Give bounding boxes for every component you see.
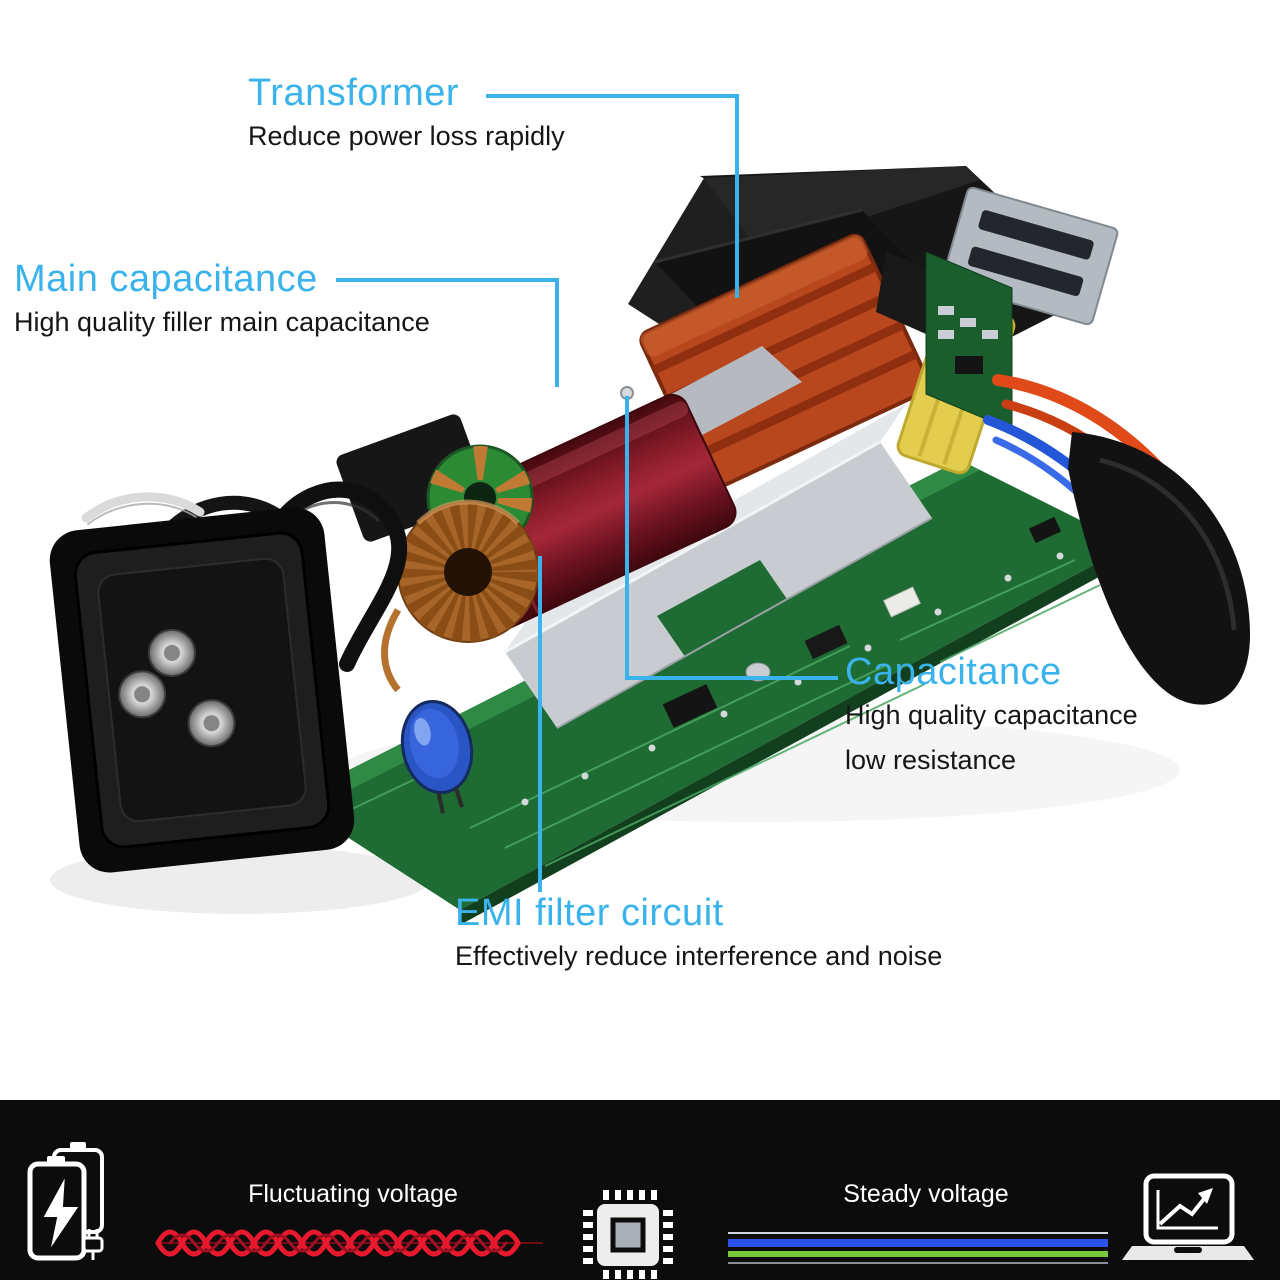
blue-disc-capacitor bbox=[400, 699, 474, 814]
steady-voltage-label: Steady voltage bbox=[843, 1180, 1009, 1208]
main-capacitance-leader-line bbox=[336, 278, 559, 387]
capacitance-annotation: Capacitance High quality capacitance low… bbox=[845, 651, 1138, 776]
main-capacitance-title: Main capacitance bbox=[14, 258, 318, 300]
fluctuating-voltage-label: Fluctuating voltage bbox=[248, 1180, 458, 1208]
main-capacitance-annotation: Main capacitance High quality filler mai… bbox=[14, 258, 430, 338]
transformer-leader-line bbox=[486, 94, 739, 298]
transformer-annotation: Transformer Reduce power loss rapidly bbox=[248, 72, 565, 152]
laptop-chart-icon bbox=[1122, 1173, 1254, 1260]
adapter-internals-photo bbox=[49, 94, 1251, 925]
cpu-chip-icon bbox=[583, 1190, 673, 1279]
emi-filter-title: EMI filter circuit bbox=[455, 892, 724, 934]
capacitance-leader-line bbox=[625, 396, 838, 680]
feature-bar: Fluctuating voltage Steady voltage bbox=[0, 1100, 1280, 1280]
pcb-vias bbox=[521, 552, 1064, 806]
fluctuating-wave-graphic bbox=[155, 1229, 543, 1257]
capacitance-subtitle-line2: low resistance bbox=[845, 744, 1017, 775]
emi-filter-subtitle: Effectively reduce interference and nois… bbox=[455, 940, 943, 971]
transformer-subtitle: Reduce power loss rapidly bbox=[248, 120, 565, 151]
transformer-title: Transformer bbox=[248, 72, 460, 114]
cable-boot bbox=[1068, 432, 1251, 705]
mains-wire-white bbox=[81, 492, 205, 525]
emi-toroid-copper bbox=[381, 499, 539, 693]
annotation-lines bbox=[336, 94, 838, 892]
steady-line-graphic bbox=[728, 1232, 1108, 1264]
capacitance-subtitle-line1: High quality capacitance bbox=[845, 699, 1138, 730]
charging-battery-icon bbox=[27, 1142, 104, 1261]
ac-inlet bbox=[49, 507, 355, 873]
output-pcb bbox=[925, 251, 1013, 431]
capacitance-title: Capacitance bbox=[845, 651, 1062, 693]
main-capacitance-subtitle: High quality filler main capacitance bbox=[14, 306, 430, 337]
emi-filter-annotation: EMI filter circuit Effectively reduce in… bbox=[455, 892, 943, 972]
feature-bar-graphics bbox=[27, 1142, 1254, 1279]
